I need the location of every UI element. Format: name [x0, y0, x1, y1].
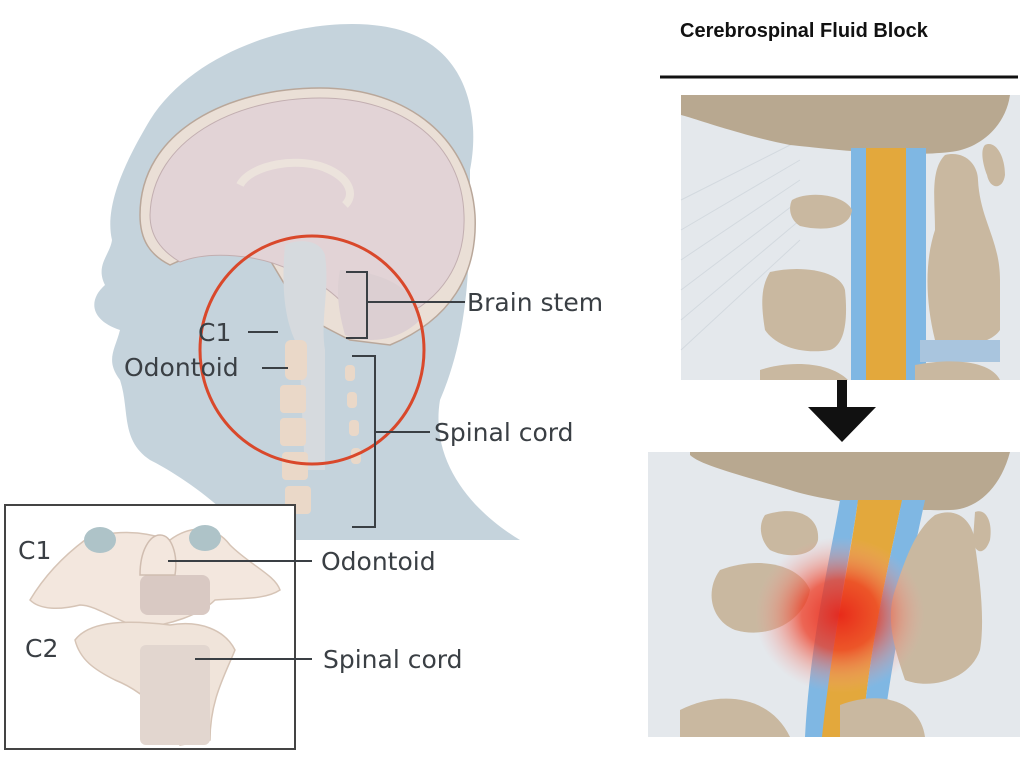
panel-title: Cerebrospinal Fluid Block — [680, 20, 928, 42]
inflammation-area — [755, 537, 925, 693]
label-spinal-cord: Spinal cord — [434, 418, 574, 447]
down-arrow-icon — [808, 380, 876, 442]
normal-csf-illustration — [680, 95, 1020, 380]
brain-stem-bracket — [346, 271, 465, 339]
inset-label-spinal-cord: Spinal cord — [323, 645, 463, 674]
blocked-csf-illustration — [648, 452, 1020, 737]
corpus-callosum — [236, 158, 354, 208]
label-brain-stem: Brain stem — [467, 288, 604, 317]
inset-label-c1: C1 — [18, 536, 52, 565]
spinal-cord-bracket — [352, 355, 430, 528]
inset-label-c2: C2 — [25, 634, 59, 663]
inset-label-odontoid: Odontoid — [321, 547, 436, 576]
label-c1: C1 — [198, 318, 232, 347]
c1-c2-vertebrae-illustration — [29, 525, 281, 746]
cerebellum — [337, 270, 420, 340]
highlight-circle — [198, 234, 426, 466]
label-odontoid: Odontoid — [124, 353, 239, 382]
cervical-vertebrae — [280, 340, 361, 514]
